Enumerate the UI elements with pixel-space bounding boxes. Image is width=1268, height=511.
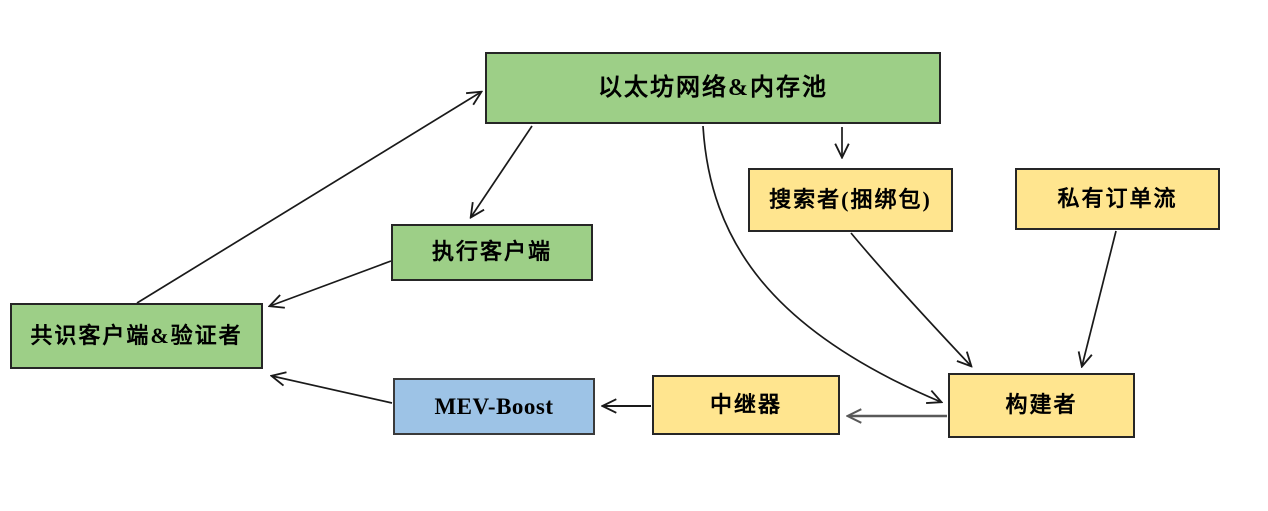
edge-searcher-to-builder <box>850 232 971 366</box>
node-ethereum-network-mempool: 以太坊网络&内存池 <box>485 52 941 124</box>
edge-private-order-flow-to-builder <box>1082 230 1117 366</box>
node-relay-label: 中继器 <box>709 391 782 417</box>
node-builder: 构建者 <box>948 373 1135 438</box>
edge-ethereum-to-executor <box>471 125 533 217</box>
node-relay: 中继器 <box>652 375 840 435</box>
node-builder-label: 构建者 <box>1005 392 1078 418</box>
edge-mev-boost-to-consensus <box>272 376 393 404</box>
node-private-order-flow: 私有订单流 <box>1015 168 1220 230</box>
node-consensus-client-validator-label: 共识客户端&验证者 <box>30 322 243 348</box>
node-mev-boost: MEV-Boost <box>393 378 595 435</box>
node-mev-boost-label: MEV-Boost <box>434 393 554 419</box>
node-execution-client-label: 执行客户端 <box>431 239 552 265</box>
node-private-order-flow-label: 私有订单流 <box>1057 185 1178 211</box>
edge-executor-to-consensus <box>270 260 392 306</box>
node-execution-client: 执行客户端 <box>391 224 593 281</box>
node-searcher-bundles-label: 搜索者(捆绑包) <box>769 186 932 212</box>
node-ethereum-network-mempool-label: 以太坊网络&内存池 <box>598 74 828 101</box>
node-searcher-bundles: 搜索者(捆绑包) <box>748 168 953 232</box>
node-consensus-client-validator: 共识客户端&验证者 <box>10 303 263 369</box>
